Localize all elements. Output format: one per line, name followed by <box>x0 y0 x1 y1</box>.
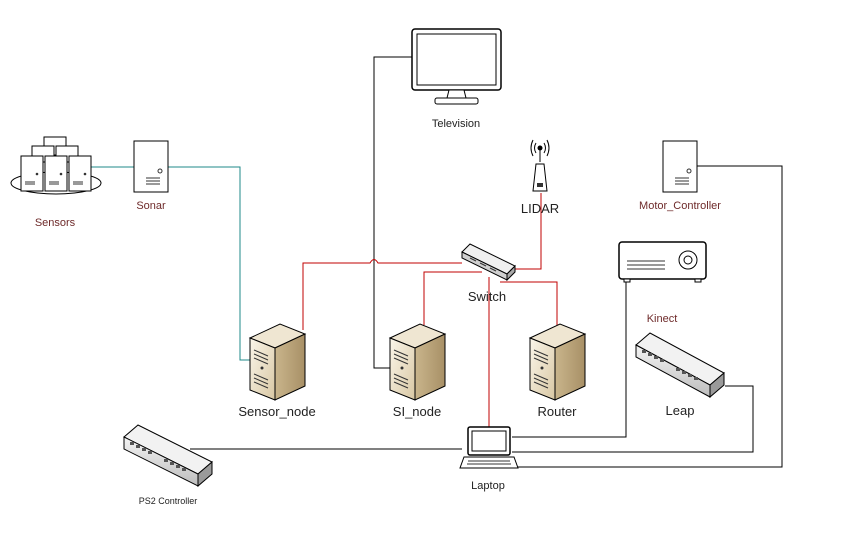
si-node-label: SI_node <box>392 404 442 419</box>
link-sonar-sensor-node <box>89 166 250 361</box>
television-label: Television <box>431 118 481 130</box>
motor-controller-icon <box>662 140 698 193</box>
link-sensor-node-switch <box>302 259 462 330</box>
connection-lines <box>89 56 783 468</box>
link-laptop-motor-controller <box>512 165 783 468</box>
television-icon <box>411 28 502 105</box>
lidar-label: LIDAR <box>520 201 560 216</box>
ps2-controller-icon <box>123 424 213 488</box>
sensor-node-label: Sensor_node <box>238 404 316 419</box>
laptop-icon <box>459 426 519 469</box>
motor-controller-label: Motor_Controller <box>639 200 721 212</box>
laptop-label: Laptop <box>471 480 505 492</box>
link-television-si-node <box>373 56 412 369</box>
link-switch-lidar <box>512 193 542 270</box>
router-label: Router <box>537 404 577 419</box>
link-switch-router <box>500 281 558 328</box>
kinect-label: Kinect <box>646 313 678 325</box>
link-laptop-leap <box>512 385 754 453</box>
ps2-controller-label: PS2 Controller <box>138 496 198 506</box>
switch-icon <box>461 243 516 282</box>
leap-device-icon <box>635 332 725 399</box>
sensors-cluster-icon <box>10 136 102 195</box>
sonar-label: Sonar <box>136 200 166 212</box>
sensor-node-server-icon <box>248 323 307 401</box>
leap-label: Leap <box>665 403 695 418</box>
sonar-icon <box>133 140 169 193</box>
si-node-server-icon <box>388 323 447 401</box>
kinect-projector-icon <box>618 241 707 283</box>
switch-label: Switch <box>467 289 507 304</box>
sensors-label: Sensors <box>34 217 76 229</box>
router-server-icon <box>528 323 587 401</box>
link-laptop-kinect <box>512 282 627 438</box>
link-si-node-switch <box>423 271 482 325</box>
lidar-antenna-icon <box>530 139 550 192</box>
